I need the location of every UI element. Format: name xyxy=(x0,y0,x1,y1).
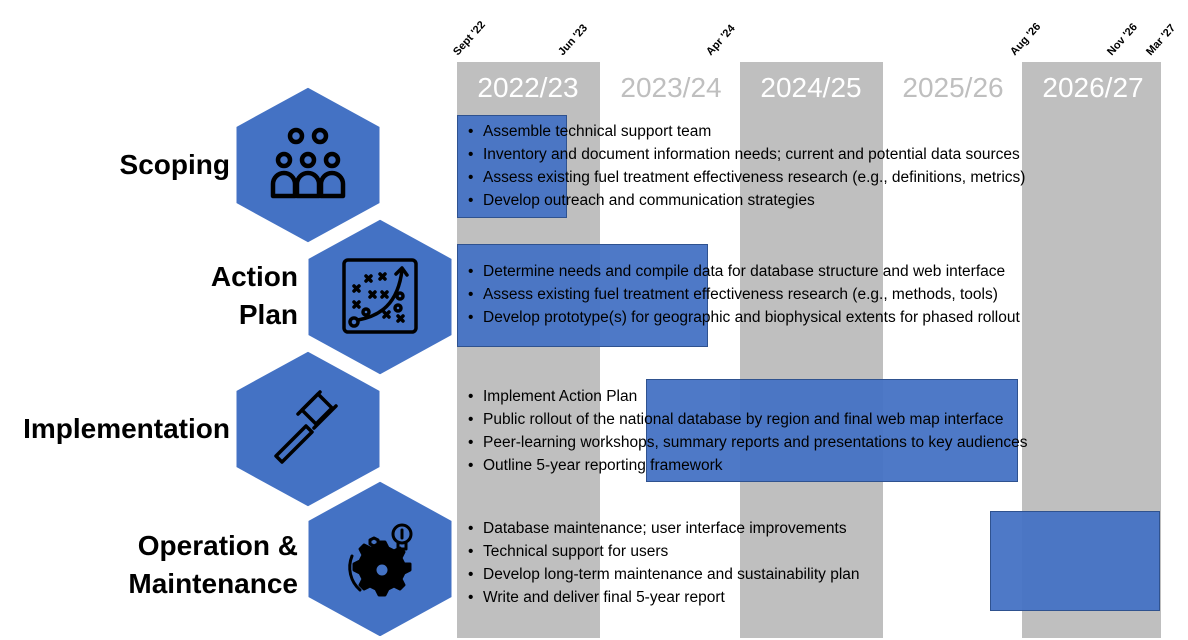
implementation-task-list: Implement Action Plan Public rollout of … xyxy=(466,385,1028,477)
strategy-board-icon xyxy=(342,258,418,334)
task-item: Public rollout of the national database … xyxy=(466,408,1028,431)
phase-title-scoping: Scoping xyxy=(60,146,230,184)
gavel-icon xyxy=(274,390,338,464)
task-item: Peer-learning workshops, summary reports… xyxy=(466,431,1028,454)
task-item: Develop long-term maintenance and sustai… xyxy=(466,563,860,586)
operation-timeline-bar xyxy=(990,511,1160,611)
task-item: Assemble technical support team xyxy=(466,120,1025,143)
milestone-label: Mar '27 xyxy=(1144,22,1179,58)
task-item: Assess existing fuel treatment effective… xyxy=(466,283,1020,306)
milestone-label: Apr '24 xyxy=(704,22,738,58)
phase-title-line: Maintenance xyxy=(128,568,298,599)
phase-title-action-plan: Action Plan xyxy=(128,258,298,334)
phase-title-line: Scoping xyxy=(119,149,230,180)
implementation-hexagon xyxy=(233,348,383,510)
phase-title-line: Implementation xyxy=(23,413,230,444)
task-item: Develop outreach and communication strat… xyxy=(466,189,1025,212)
phase-title-line: Action xyxy=(210,261,298,292)
scoping-task-list: Assemble technical support team Inventor… xyxy=(466,120,1025,212)
task-item: Assess existing fuel treatment effective… xyxy=(466,166,1025,189)
milestone-label: Aug '26 xyxy=(1008,20,1044,58)
task-item: Outline 5-year reporting framework xyxy=(466,454,1028,477)
phase-title-line: Operation & xyxy=(137,530,298,561)
task-item: Implement Action Plan xyxy=(466,385,1028,408)
operation-maintenance-hexagon xyxy=(305,478,455,640)
year-label: 2025/26 xyxy=(902,72,1004,103)
task-item: Technical support for users xyxy=(466,540,860,563)
gear-lightbulb-icon xyxy=(348,523,413,597)
year-label: 2026/27 xyxy=(1042,72,1144,103)
action-plan-task-list: Determine needs and compile data for dat… xyxy=(466,260,1020,329)
phase-title-implementation: Implementation xyxy=(0,410,230,448)
task-item: Write and deliver final 5-year report xyxy=(466,586,860,609)
action-plan-hexagon xyxy=(305,216,455,378)
milestone-label: Sept '22 xyxy=(451,18,488,58)
year-label: 2022/23 xyxy=(477,72,579,103)
phase-title-line: Plan xyxy=(238,299,298,330)
operation-task-list: Database maintenance; user interface imp… xyxy=(466,517,860,609)
task-item: Database maintenance; user interface imp… xyxy=(466,517,860,540)
people-icon xyxy=(270,127,346,199)
task-item: Develop prototype(s) for geographic and … xyxy=(466,306,1020,329)
year-label: 2024/25 xyxy=(760,72,862,103)
phase-title-operation-maintenance: Operation & Maintenance xyxy=(88,527,298,603)
year-label: 2023/24 xyxy=(620,72,722,103)
task-item: Determine needs and compile data for dat… xyxy=(466,260,1020,283)
task-item: Inventory and document information needs… xyxy=(466,143,1025,166)
milestone-label: Nov '26 xyxy=(1105,21,1140,59)
scoping-hexagon xyxy=(233,84,383,246)
milestone-label: Jun '23 xyxy=(556,22,591,58)
